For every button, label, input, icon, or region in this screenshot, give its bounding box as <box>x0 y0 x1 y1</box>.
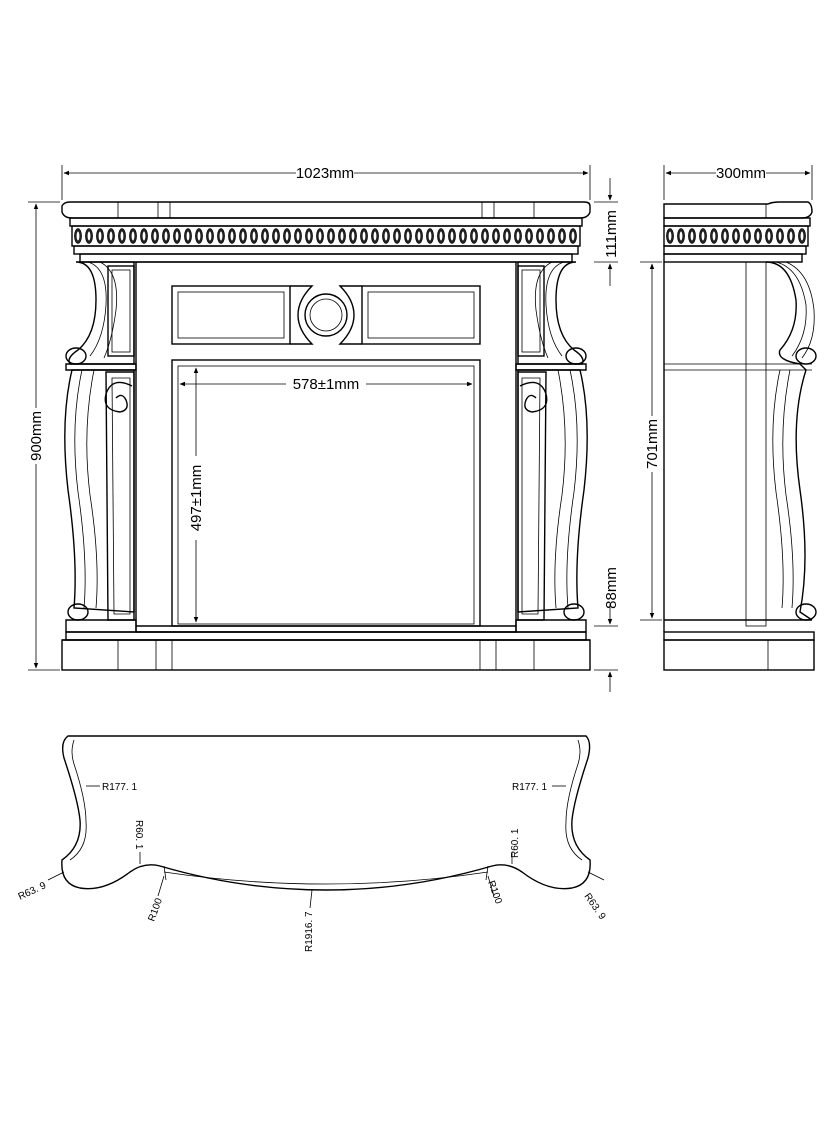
egg-highlight <box>285 231 289 241</box>
overall-width-label: 1023mm <box>296 165 354 182</box>
egg-highlight <box>186 231 190 241</box>
egg-and-dart-band <box>74 228 577 244</box>
egg-highlight <box>219 231 223 241</box>
egg-highlight <box>745 231 749 241</box>
egg-highlight <box>120 231 124 241</box>
egg-highlight <box>789 231 793 241</box>
front-elevation <box>61 201 591 671</box>
egg-highlight <box>362 231 366 241</box>
side-egg-band <box>666 228 806 244</box>
egg-highlight <box>723 231 727 241</box>
egg-highlight <box>538 231 542 241</box>
egg-highlight <box>329 231 333 241</box>
radius-leaders <box>47 785 605 909</box>
top-band-label: 111mm <box>603 210 620 258</box>
egg-highlight <box>571 231 575 241</box>
egg-highlight <box>142 231 146 241</box>
radius-right-corner: R63. 9 <box>582 891 608 922</box>
egg-highlight <box>668 231 672 241</box>
egg-highlight <box>373 231 377 241</box>
egg-highlight <box>527 231 531 241</box>
egg-highlight <box>712 231 716 241</box>
plinth-label: 88mm <box>603 567 620 609</box>
overall-height-label: 900mm <box>28 411 45 461</box>
egg-highlight <box>472 231 476 241</box>
egg-highlight <box>197 231 201 241</box>
side-elevation <box>663 201 817 671</box>
egg-highlight <box>252 231 256 241</box>
egg-highlight <box>230 231 234 241</box>
egg-highlight <box>516 231 520 241</box>
opening-width-label: 578±1mm <box>293 376 360 393</box>
egg-highlight <box>461 231 465 241</box>
egg-highlight <box>417 231 421 241</box>
egg-highlight <box>131 231 135 241</box>
egg-highlight <box>307 231 311 241</box>
egg-highlight <box>340 231 344 241</box>
egg-highlight <box>679 231 683 241</box>
radius-left-inner: R100 <box>146 896 165 923</box>
radius-left-outer: R177. 1 <box>102 782 137 793</box>
egg-highlight <box>175 231 179 241</box>
radius-center: R1916. 7 <box>304 911 315 952</box>
egg-highlight <box>384 231 388 241</box>
radius-right-small: R60. 1 <box>510 828 521 858</box>
egg-highlight <box>351 231 355 241</box>
egg-highlight <box>800 231 804 241</box>
radius-labels: R177. 1 R177. 1 R60. 1 R60. 1 R63. 9 R63… <box>17 782 608 952</box>
side-depth-label: 300mm <box>716 165 766 182</box>
egg-highlight <box>406 231 410 241</box>
radius-right-inner: R100 <box>485 879 504 906</box>
egg-highlight <box>395 231 399 241</box>
egg-highlight <box>296 231 300 241</box>
egg-highlight <box>87 231 91 241</box>
egg-highlight <box>701 231 705 241</box>
radius-left-small: R60. 1 <box>133 820 144 850</box>
opening-height-label: 497±1mm <box>188 465 205 532</box>
egg-highlight <box>767 231 771 241</box>
egg-highlight <box>756 231 760 241</box>
radius-left-corner: R63. 9 <box>17 880 49 903</box>
egg-highlight <box>450 231 454 241</box>
egg-highlight <box>439 231 443 241</box>
egg-highlight <box>109 231 113 241</box>
egg-highlight <box>778 231 782 241</box>
egg-highlight <box>241 231 245 241</box>
plan-view <box>61 735 591 891</box>
egg-highlight <box>263 231 267 241</box>
egg-highlight <box>428 231 432 241</box>
egg-highlight <box>505 231 509 241</box>
egg-highlight <box>318 231 322 241</box>
egg-highlight <box>164 231 168 241</box>
egg-highlight <box>76 231 80 241</box>
egg-highlight <box>153 231 157 241</box>
dimension-labels: 1023mm 300mm 900mm 701mm 111mm 88mm 578±… <box>28 165 766 609</box>
egg-highlight <box>494 231 498 241</box>
egg-highlight <box>274 231 278 241</box>
egg-highlight <box>690 231 694 241</box>
egg-highlight <box>98 231 102 241</box>
egg-highlight <box>560 231 564 241</box>
egg-highlight <box>483 231 487 241</box>
dimension-lines <box>28 165 813 692</box>
egg-highlight <box>549 231 553 241</box>
radius-right-outer: R177. 1 <box>512 782 547 793</box>
side-height-label: 701mm <box>644 419 661 469</box>
egg-highlight <box>208 231 212 241</box>
egg-highlight <box>734 231 738 241</box>
